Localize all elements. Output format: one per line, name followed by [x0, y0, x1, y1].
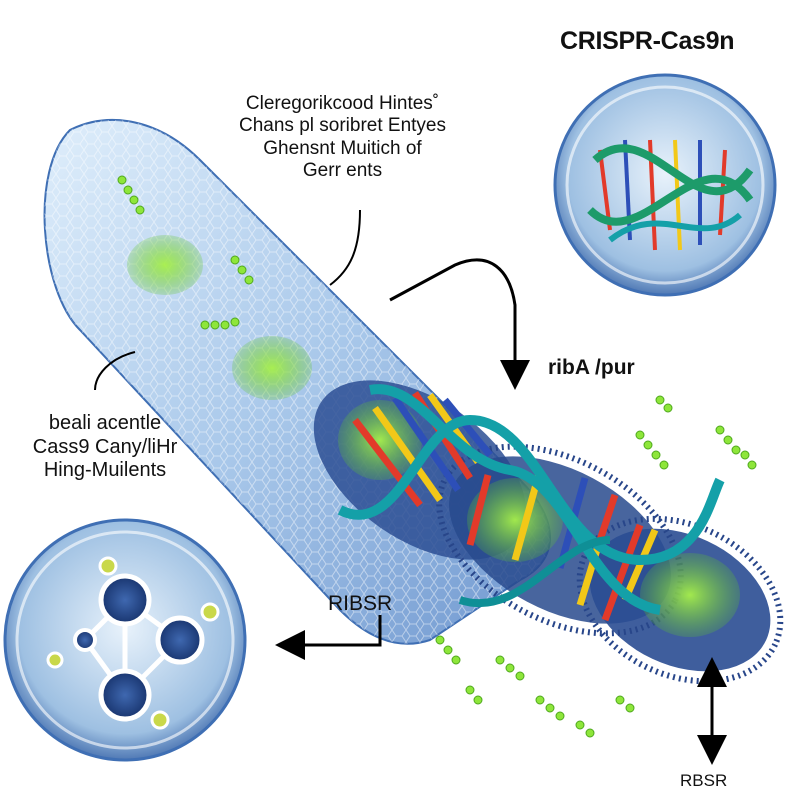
dna-helix	[337, 384, 725, 622]
molecule-circle	[3, 518, 247, 762]
diagram-title: CRISPR-Cas9n	[560, 27, 735, 55]
dna-closeup-circle	[553, 73, 777, 297]
top-description-label: Cleregorikcood Hintes˚ Chans pl soribret…	[200, 93, 485, 183]
left-description-label: beali acentle Cass9 Cany/liHr Hing-Muile…	[20, 412, 190, 483]
top-description-line: Chans pl soribret Entyes	[239, 115, 446, 137]
top-description-line: Cleregorikcood Hintes˚	[245, 93, 440, 114]
green-particles	[117, 175, 757, 738]
arrows	[275, 258, 727, 765]
left-description-line: Hing-Muilents	[43, 459, 167, 482]
top-description-line: Gerr ents	[302, 160, 383, 182]
pointer-lines	[94, 209, 361, 391]
left-description-line: beali acentle	[48, 412, 162, 434]
ribsr-label: RIBSR	[328, 592, 393, 615]
left-description-line: Cass9 Cany/liHr	[32, 435, 178, 458]
riba-pur-label: ribA /pur	[548, 356, 635, 379]
rbsr-label: RBSR	[680, 771, 728, 790]
top-description-line: Ghensnt Muitich of	[263, 137, 422, 159]
